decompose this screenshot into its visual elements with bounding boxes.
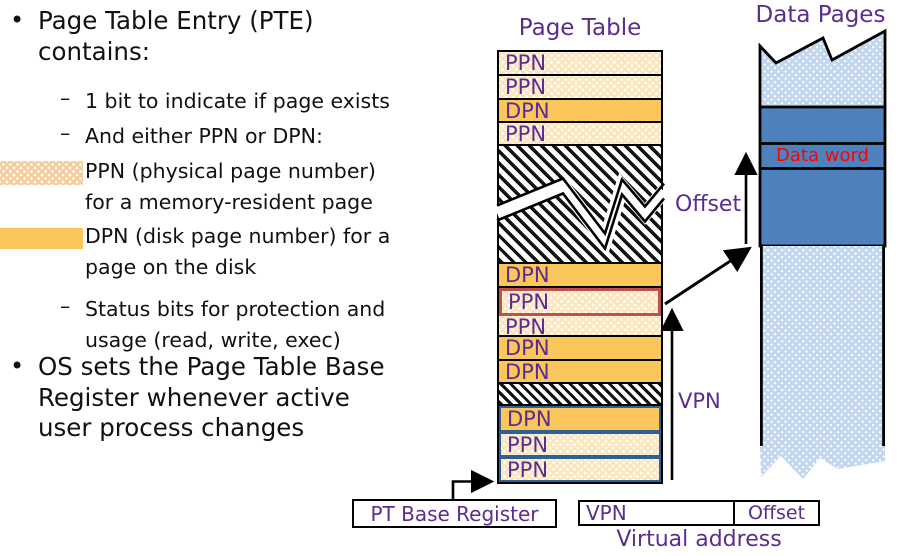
pte-to-page-arrow — [664, 246, 752, 306]
pte-row-label: DPN — [505, 264, 550, 287]
pte-row-dpn: DPN — [499, 337, 661, 361]
data-pages-jagged-bottom — [760, 446, 885, 479]
pt-base-register-label: PT Base Register — [370, 501, 539, 526]
legend-dpn-line-1: DPN (disk page number) for a — [85, 224, 391, 248]
legend-ppn-text: PPN (physical page number) for a memory-… — [85, 156, 376, 218]
pt-base-arrow — [451, 469, 495, 500]
pte-row-hatched — [499, 384, 661, 406]
sub-bullet-ppn-dpn: And either PPN or DPN: — [85, 124, 323, 148]
data-pages-title: Data Pages — [755, 2, 886, 28]
bullet-1-line-1: Page Table Entry (PTE) — [38, 6, 314, 35]
pte-row-dpn: DPN — [499, 406, 661, 432]
bullet-marker: • — [10, 6, 25, 34]
pte-row-ppn: PPN — [499, 123, 661, 146]
sub-bullet-status: Status bits for protection and usage (re… — [85, 294, 385, 356]
legend-swatch-ppn — [0, 161, 83, 185]
pte-row-dpn: DPN — [499, 100, 661, 123]
pte-row-ppn: PPN — [499, 288, 661, 316]
legend-swatch-dpn — [0, 228, 83, 249]
pte-row-ppn: PPN — [499, 52, 661, 76]
legend-ppn-line-2: for a memory-resident page — [85, 190, 373, 214]
virtual-address-box: VPN Offset — [578, 500, 820, 526]
virtual-address-offset-field: Offset — [747, 502, 806, 524]
data-page-resident — [758, 105, 887, 248]
pte-row-label: DPN — [505, 100, 550, 123]
pte-row-label: PPN — [508, 290, 550, 314]
pte-row-dpn: DPN — [499, 264, 661, 288]
pte-row-ppn: PPN — [499, 316, 661, 337]
legend-dpn-text: DPN (disk page number) for a page on the… — [85, 221, 390, 283]
pte-row-label: PPN — [505, 76, 547, 99]
dash-marker: – — [60, 86, 71, 110]
pte-row-hatched — [499, 146, 661, 264]
bullet-1-line-2: contains: — [38, 36, 150, 66]
dash-marker: – — [60, 294, 71, 318]
dash-marker: – — [60, 121, 71, 145]
legend-dpn-line-2: page on the disk — [85, 255, 257, 279]
pte-row-label: PPN — [507, 433, 549, 457]
pte-row-dpn: DPN — [499, 361, 661, 384]
pte-row-ppn: PPN — [499, 432, 661, 457]
offset-label: Offset — [675, 192, 742, 217]
pte-row-label: PPN — [505, 316, 547, 337]
pte-row-ppn: PPN — [499, 76, 661, 100]
bullet-2-line-3: user process changes — [38, 413, 305, 442]
virtual-address-caption: Virtual address — [616, 527, 782, 552]
pte-row-label: PPN — [505, 52, 547, 75]
vpn-label: VPN — [678, 389, 721, 413]
bullet-1: Page Table Entry (PTE) contains: — [38, 6, 314, 67]
virtual-address-vpn-field: VPN — [580, 501, 735, 525]
pte-row-label: PPN — [505, 123, 547, 146]
pte-row-label: DPN — [507, 407, 552, 431]
data-pages-bottom-dotted — [760, 246, 885, 447]
pte-row-label: DPN — [505, 361, 550, 384]
sub-bullet-exists: 1 bit to indicate if page exists — [85, 89, 390, 113]
bullet-2-line-2: Register whenever active — [38, 382, 350, 412]
bullet-2-line-1: OS sets the Page Table Base — [38, 352, 385, 381]
pte-row-label: DPN — [505, 337, 550, 360]
pt-base-register-box: PT Base Register — [352, 499, 557, 528]
bullet-2: OS sets the Page Table Base Register whe… — [38, 352, 385, 444]
data-word-label: Data word — [776, 145, 869, 166]
sub-bullet-status-line-2: usage (read, write, exec) — [85, 328, 341, 352]
sub-bullet-status-line-1: Status bits for protection and — [85, 297, 386, 321]
bullet-marker: • — [10, 352, 25, 380]
data-pages-top-dotted — [760, 31, 885, 108]
page-table-title: Page Table — [518, 15, 642, 41]
data-pages-top-outline — [758, 28, 887, 108]
pte-row-ppn: PPN — [499, 457, 661, 482]
pte-row-label: PPN — [507, 458, 549, 482]
legend-ppn-line-1: PPN (physical page number) — [85, 159, 376, 183]
